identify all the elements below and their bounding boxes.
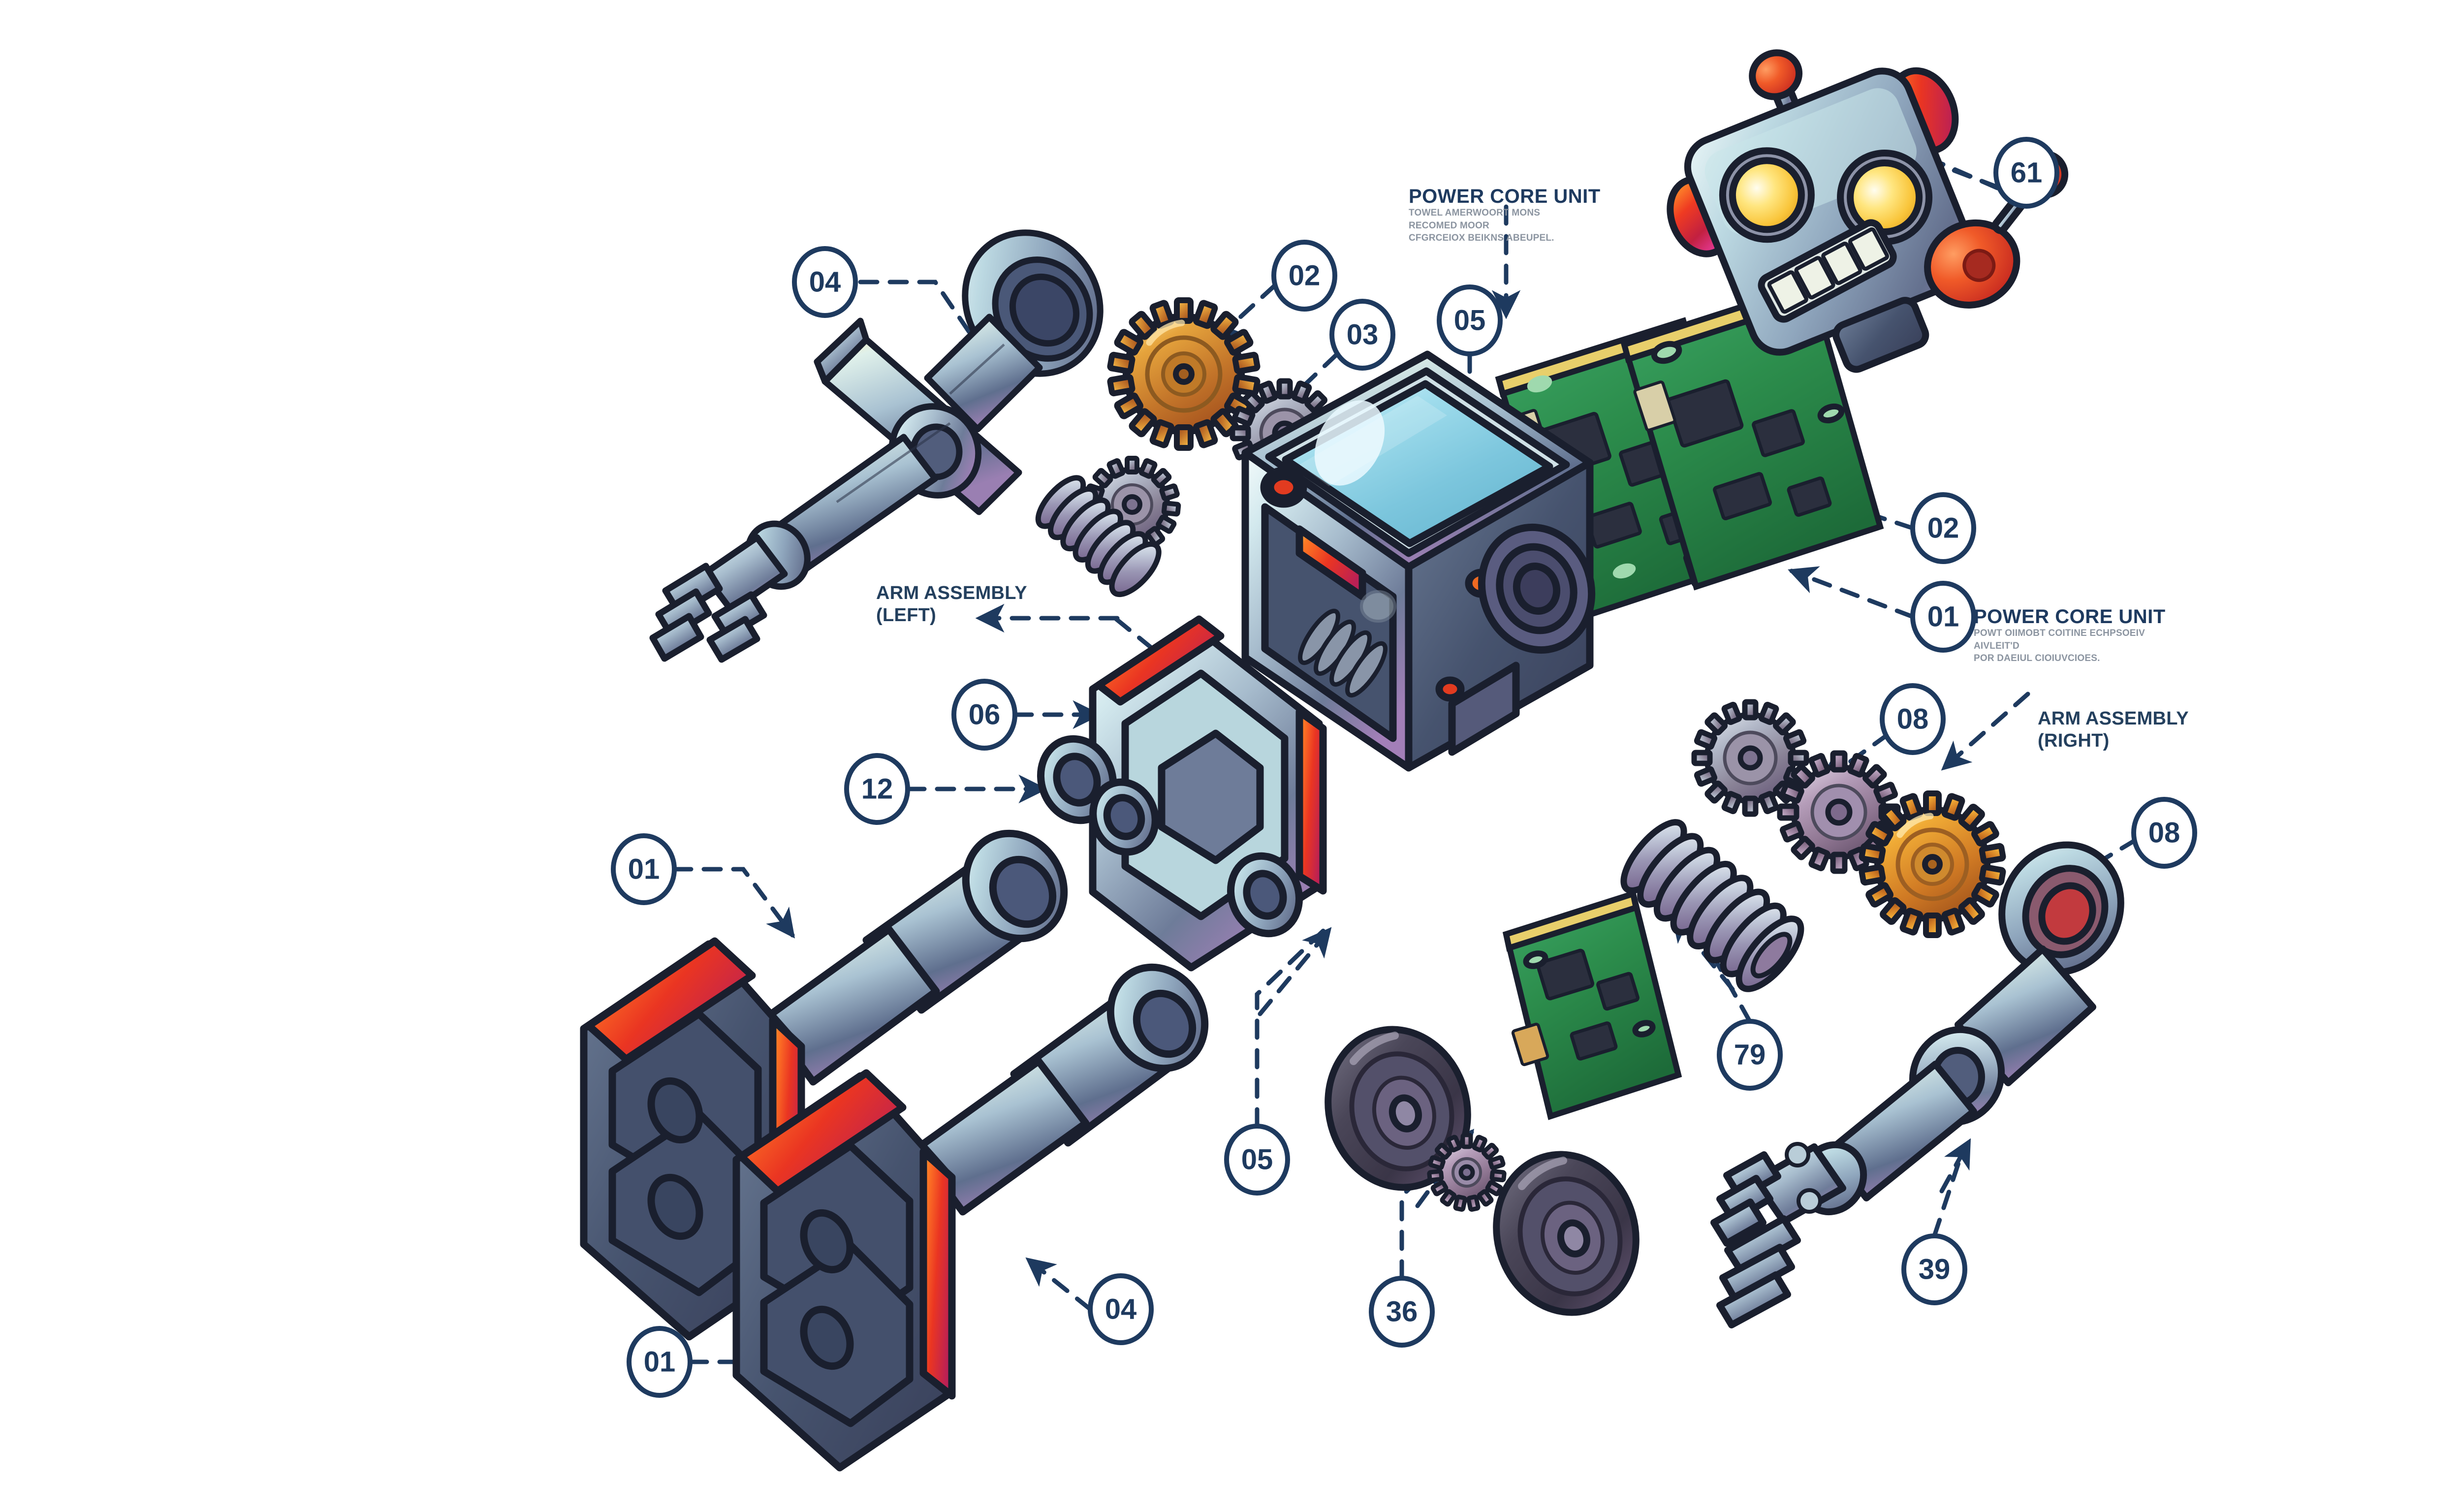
leader-39-armright (1932, 1144, 1966, 1238)
callout-badge-03[interactable]: 03 (1329, 299, 1395, 371)
badge-number: 02 (1927, 512, 1959, 544)
leader-05-wheel-arrow (1258, 927, 1332, 1016)
badge-circle (2131, 797, 2197, 869)
power-core-title-right: POWER CORE UNIT (1974, 606, 2166, 628)
gear-cluster-right (1691, 699, 2006, 938)
badge-number: 05 (1454, 305, 1486, 337)
label-power-core-unit-right: POWER CORE UNIT POWT OIIMOBT COITINE ECH… (1974, 606, 2166, 665)
callout-badge-39[interactable]: 39 (1901, 1233, 1967, 1305)
robot-head (1667, 49, 2069, 373)
robot-torso (1241, 350, 1596, 772)
circuit-board-lower (1502, 890, 1682, 1120)
callout-badge-08[interactable]: 08 (2131, 797, 2197, 869)
chest-plate-red (1037, 615, 1327, 972)
callout-badge-12[interactable]: 12 (844, 753, 910, 825)
callout-badge-05[interactable]: 05 (1437, 284, 1503, 356)
badge-number: 08 (2148, 817, 2180, 849)
leader-36-gearsm (1399, 1130, 1469, 1281)
badge-circle (1437, 284, 1503, 356)
leg-assembly-right (732, 963, 1209, 1472)
badge-number: 61 (2011, 157, 2043, 189)
badge-number: 01 (644, 1346, 676, 1378)
badge-circle (1717, 1019, 1783, 1091)
leader-arm-right-label (1941, 692, 2030, 771)
callout-badge-08[interactable]: 08 (1880, 683, 1946, 755)
badge-number: 04 (1105, 1293, 1137, 1325)
callout-badge-01[interactable]: 01 (1910, 581, 1976, 653)
leader-arm-left-target (1114, 617, 1199, 687)
label-arm-assembly-left: ARM ASSEMBLY (LEFT) (876, 582, 1027, 627)
callout-badge-01[interactable]: 01 (627, 1326, 693, 1398)
badge-number: 12 (861, 773, 893, 805)
power-core-title-top: POWER CORE UNIT (1409, 186, 1601, 207)
gear-small-axle (1427, 1133, 1507, 1212)
power-core-subtitle-top: TOWEL AMERWOORT MONS RECOMED MOOR CFGRCE… (1409, 208, 1554, 244)
leader-79-spring-arrow (1671, 912, 1735, 992)
badge-number: 06 (969, 699, 1001, 731)
arm-assembly-left-part (649, 229, 1104, 663)
label-power-core-unit-top: POWER CORE UNIT TOWEL AMERWOORT MONS REC… (1409, 186, 1601, 245)
leader-01-legleft (672, 867, 795, 939)
coil-spring-right (1620, 819, 1804, 992)
callout-badge-01[interactable]: 01 (611, 833, 677, 905)
callout-badge-06[interactable]: 06 (951, 679, 1017, 751)
badge-circle (1901, 1233, 1967, 1305)
callout-badge-79[interactable]: 79 (1717, 1019, 1783, 1091)
leader-04-topleft (858, 280, 987, 358)
arm-assembly-right-part (1710, 841, 2124, 1328)
badge-number: 08 (1897, 703, 1929, 735)
callout-badge-61[interactable]: 61 (1993, 137, 2059, 209)
badge-circle (1910, 492, 1976, 564)
badge-circle (1369, 1276, 1435, 1348)
callout-badge-04[interactable]: 04 (1088, 1273, 1154, 1345)
circuit-board-head (1620, 281, 1884, 591)
label-arm-assembly-right: ARM ASSEMBLY (RIGHT) (2038, 708, 2189, 752)
badge-number: 02 (1289, 260, 1321, 292)
badge-circle (792, 246, 858, 318)
power-core-subtitle-right: POWT OIIMOBT COITINE ECHPSOEIV AIVLEIT'D… (1974, 628, 2145, 664)
callout-badges-layer: 04 02 03 05 61 02 01 06 12 01 08 08 05 79 36 01 04 39 (611, 137, 2197, 1398)
badge-number: 39 (1919, 1254, 1951, 1286)
callout-badge-02[interactable]: 02 (1271, 240, 1337, 312)
arm-left-line2: (LEFT) (876, 604, 937, 626)
badge-number: 36 (1386, 1296, 1418, 1328)
coil-spring-left (1035, 475, 1162, 598)
badge-circle (1224, 1124, 1290, 1196)
badge-number: 03 (1347, 319, 1379, 351)
leader-05-wheel (1255, 923, 1331, 1129)
badge-circle (1271, 240, 1337, 312)
callout-badge-36[interactable]: 36 (1369, 1276, 1435, 1348)
badge-circle (844, 753, 910, 825)
leader-04-legright (1025, 1257, 1093, 1312)
badge-circle (1910, 581, 1976, 653)
arm-right-line1: ARM ASSEMBLY (2038, 708, 2189, 729)
badge-number: 01 (628, 853, 660, 885)
badge-circle (611, 833, 677, 905)
badge-circle (1329, 299, 1395, 371)
wheel-upper (1325, 1026, 1471, 1191)
wheel-lower (1493, 1151, 1640, 1316)
callout-badge-05[interactable]: 05 (1224, 1124, 1290, 1196)
gear-purple-right (1777, 750, 1901, 874)
gear-gray-right-1 (1691, 699, 1809, 817)
leader-61-head-arrow (1906, 149, 2000, 189)
badge-number: 04 (809, 266, 841, 298)
badge-circle (1993, 137, 2059, 209)
badge-number: 01 (1927, 601, 1959, 633)
gear-gold-right (1859, 790, 2006, 938)
callout-badge-02[interactable]: 02 (1910, 492, 1976, 564)
badge-circle (1880, 683, 1946, 755)
callout-badge-04[interactable]: 04 (792, 246, 858, 318)
arm-left-line1: ARM ASSEMBLY (876, 583, 1027, 603)
badge-number: 05 (1241, 1144, 1273, 1176)
badge-number: 79 (1734, 1039, 1766, 1071)
arm-right-line2: (RIGHT) (2038, 730, 2110, 751)
leader-39-arm-arrow (1939, 1138, 1971, 1194)
badge-circle (951, 679, 1017, 751)
leader-01-pcbright (1788, 566, 1915, 619)
badge-circle (627, 1326, 693, 1398)
badge-circle (1088, 1273, 1154, 1345)
